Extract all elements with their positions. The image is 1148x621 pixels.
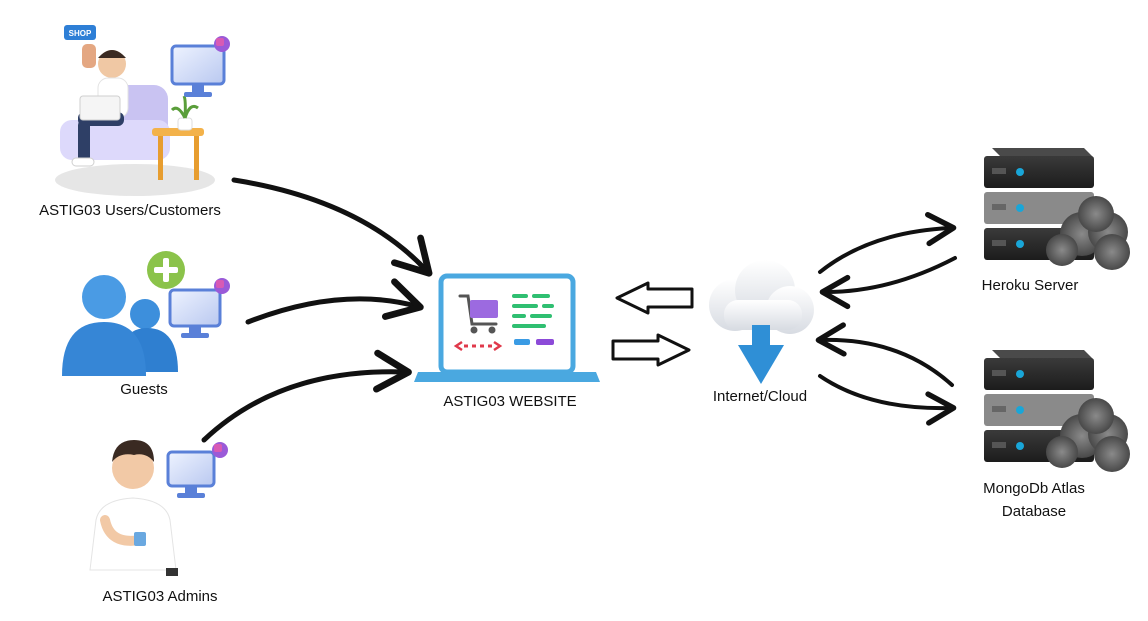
guests-icon bbox=[62, 251, 185, 376]
server-icon bbox=[984, 148, 1130, 270]
arrow-website-to-cloud bbox=[611, 333, 691, 367]
laptop-icon bbox=[414, 273, 600, 382]
cloud-icon bbox=[709, 260, 814, 334]
arrow-mongo-to-cloud bbox=[815, 322, 954, 387]
mongo-label-line2: Database bbox=[1001, 503, 1067, 520]
arrow-cloud-to-heroku bbox=[818, 212, 957, 274]
arrow-cloud-to-mongo bbox=[818, 374, 957, 426]
cloud-label: Internet/Cloud bbox=[712, 388, 808, 405]
shop-sign-text: SHOP bbox=[69, 29, 92, 38]
guests-label: Guests bbox=[120, 381, 168, 398]
admin-illustration bbox=[89, 440, 178, 576]
arrow-users-to-website bbox=[231, 177, 433, 277]
monitor-icon bbox=[166, 442, 228, 498]
users-label: ASTIG03 Users/Customers bbox=[39, 202, 221, 219]
admins-label: ASTIG03 Admins bbox=[102, 588, 218, 605]
customer-illustration: SHOP bbox=[55, 25, 215, 196]
heroku-label: Heroku Server bbox=[981, 277, 1079, 294]
monitor-icon bbox=[168, 278, 230, 338]
arrow-admins-to-website bbox=[201, 349, 412, 443]
arrow-heroku-to-cloud bbox=[819, 256, 957, 310]
arrow-cloud-to-website bbox=[615, 281, 694, 315]
monitor-icon bbox=[170, 36, 230, 97]
cart-icon bbox=[458, 294, 498, 334]
download-arrow-icon bbox=[738, 325, 784, 384]
server-icon bbox=[984, 350, 1130, 472]
website-label: ASTIG03 WEBSITE bbox=[443, 393, 577, 410]
arrow-guests-to-website bbox=[245, 278, 424, 325]
mongo-label-line1: MongoDb Atlas bbox=[983, 480, 1085, 497]
